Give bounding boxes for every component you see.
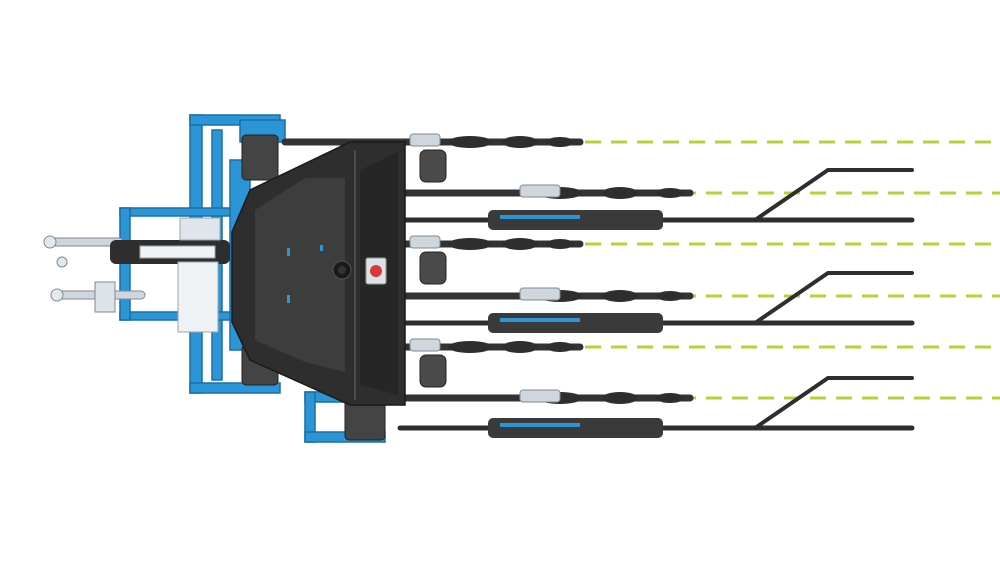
cylinder-bracket [177,261,219,333]
seed-disc [656,393,684,403]
seed-disc [656,188,684,198]
hitch-block [179,217,221,241]
metering-units [448,136,684,404]
cylinder-rod [139,245,216,259]
row-guides [585,140,1000,400]
spring-top [241,134,279,181]
hitch-pins [43,217,230,333]
arm-housing [488,418,663,438]
arm-housing-stripe [500,318,580,322]
hub-clamp [409,133,441,147]
seed-disc [448,136,492,148]
seed-disc [448,341,492,353]
seed-disc [602,392,638,404]
hitch-clamp [94,281,116,313]
seed-disc [502,341,538,353]
pin-head-icon [43,235,57,249]
arm-housing [488,313,663,333]
gauge-wheel [419,251,447,285]
seed-disc [448,238,492,250]
frame-bottom-bar [189,382,281,394]
seed-disc [546,137,574,147]
hopper-slot [287,295,290,303]
seed-disc [546,239,574,249]
hopper-lid-left [255,178,345,372]
brand-logo-icon [365,257,387,285]
arm-housing-stripe [500,215,580,219]
hub-clamp [519,287,561,301]
arm-fork [753,376,914,430]
hub-clamp [519,184,561,198]
seed-disc [502,136,538,148]
gauge-wheel [419,354,447,388]
seed-disc [656,291,684,301]
hub-clamp [409,235,441,249]
hub-clamp [519,389,561,403]
pin-head-icon [50,288,64,302]
seed-disc [546,342,574,352]
arm-housings [488,210,663,438]
hopper-slot [320,245,323,251]
arm-fork [753,168,914,222]
knob-icon[interactable] [332,260,352,280]
hub-clamp [409,338,441,352]
arm-fork [753,271,914,325]
gauge-wheels [419,149,447,388]
hub-clamps [409,133,561,403]
arm-housing-stripe [500,423,580,427]
seed-disc [502,238,538,250]
spring-lower-right [344,399,386,441]
gauge-wheel [419,149,447,183]
seed-disc [602,187,638,199]
seed-hopper [231,141,406,406]
seed-disc [602,290,638,302]
hopper-slot [287,248,290,256]
pin-head-icon [56,256,68,268]
arm-housing [488,210,663,230]
